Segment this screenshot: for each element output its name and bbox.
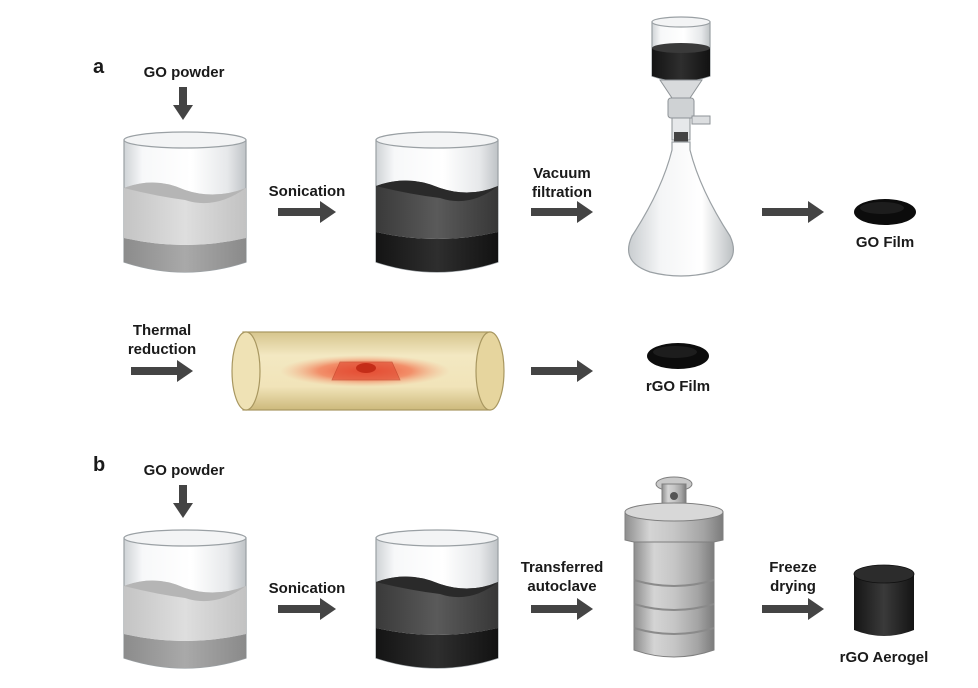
label-rgo-aerogel: rGO Aerogel bbox=[839, 649, 929, 666]
label-go-film: GO Film bbox=[855, 234, 915, 251]
label-rgo-film: rGO Film bbox=[645, 378, 711, 395]
right-arrow-to-rgo-film bbox=[531, 360, 593, 382]
down-arrow-go-powder-a bbox=[173, 87, 193, 120]
right-arrow-freeze-drying bbox=[762, 598, 824, 620]
vacuum-filtration-flask bbox=[628, 16, 734, 277]
label-sonication-b: Sonication bbox=[268, 580, 346, 597]
tube-furnace bbox=[231, 331, 505, 411]
label-transferred-line2: autoclave bbox=[527, 578, 597, 595]
beaker-go-dispersion-light-a bbox=[123, 131, 247, 273]
right-arrow-sonication-a bbox=[278, 201, 336, 223]
beaker-go-dispersion-dark-a bbox=[375, 131, 499, 273]
rgo-film-disc bbox=[647, 343, 709, 369]
label-vacuum-line1: Vacuum bbox=[533, 165, 591, 182]
panel-label-a: a bbox=[93, 56, 105, 78]
beaker-go-dispersion-light-b bbox=[123, 529, 247, 669]
label-vacuum-line2: filtration bbox=[532, 184, 592, 201]
label-freeze-line2: drying bbox=[770, 578, 816, 595]
right-arrow-thermal-reduction bbox=[131, 360, 193, 382]
rgo-aerogel-cylinder bbox=[853, 564, 915, 636]
right-arrow-transferred-autoclave bbox=[531, 598, 593, 620]
label-go-powder-b: GO powder bbox=[143, 462, 225, 479]
down-arrow-go-powder-b bbox=[173, 485, 193, 518]
right-arrow-sonication-b bbox=[278, 598, 336, 620]
beaker-go-dispersion-dark-b bbox=[375, 529, 499, 669]
label-thermal-line2: reduction bbox=[127, 341, 197, 358]
hydrothermal-autoclave bbox=[624, 476, 724, 658]
go-film-disc bbox=[854, 199, 916, 225]
label-freeze-line1: Freeze bbox=[769, 559, 817, 576]
panel-label-b: b bbox=[93, 454, 106, 476]
label-transferred-line1: Transferred bbox=[520, 559, 604, 576]
label-go-powder-a: GO powder bbox=[143, 64, 225, 81]
right-arrow-vacuum-filtration bbox=[531, 201, 593, 223]
label-thermal-line1: Thermal bbox=[132, 322, 192, 339]
right-arrow-to-go-film bbox=[762, 201, 824, 223]
label-sonication-a: Sonication bbox=[268, 183, 346, 200]
